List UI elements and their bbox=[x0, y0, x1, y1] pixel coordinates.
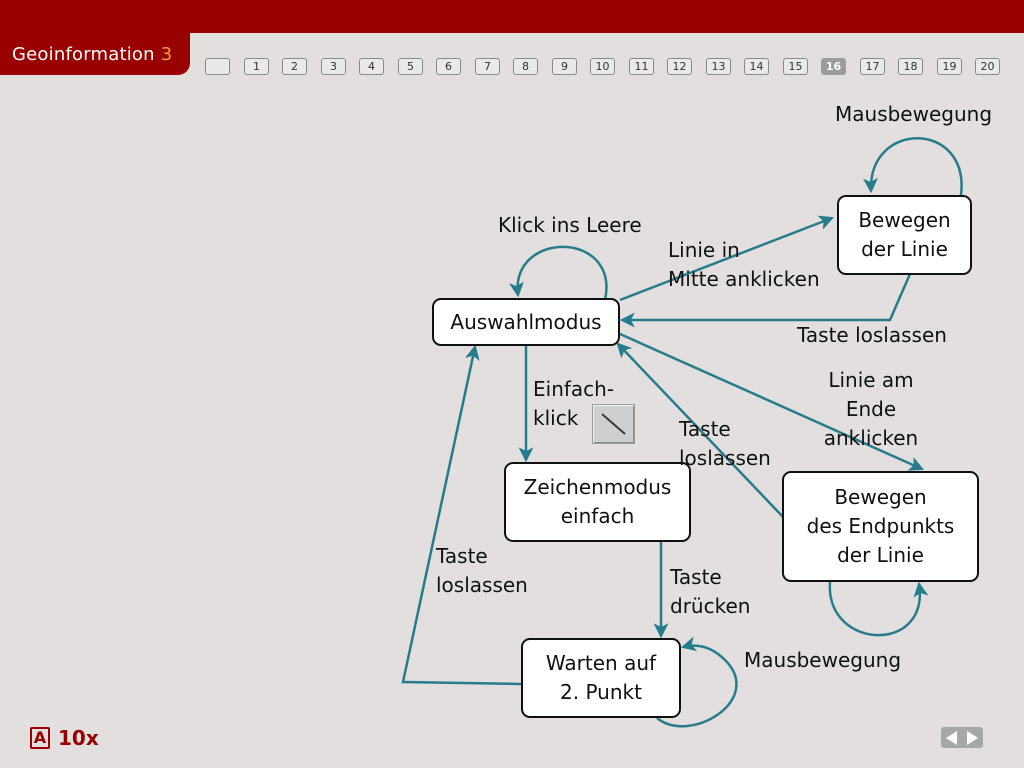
state-bewegen-des-endpunkts: Bewegen des Endpunkts der Linie bbox=[782, 471, 979, 582]
prev-slide-button[interactable] bbox=[941, 727, 962, 748]
slide-nav-arrows bbox=[941, 727, 983, 748]
a-badge-icon[interactable]: A bbox=[30, 727, 50, 749]
page-button-10[interactable]: 10 bbox=[590, 58, 615, 75]
header-bar bbox=[0, 0, 1024, 33]
label-taste-druecken: Taste drücken bbox=[670, 565, 751, 618]
state-warten-auf-2-punkt: Warten auf 2. Punkt bbox=[521, 638, 681, 718]
course-title: Geoinformation bbox=[12, 43, 155, 65]
page-button-17[interactable]: 17 bbox=[860, 58, 885, 75]
page-button-8[interactable]: 8 bbox=[513, 58, 538, 75]
page-button-2[interactable]: 2 bbox=[282, 58, 307, 75]
page-button-9[interactable]: 9 bbox=[552, 58, 577, 75]
loop-klick-ins-leere bbox=[509, 245, 608, 301]
view-count: 10x bbox=[58, 726, 99, 750]
arrow-right-icon bbox=[967, 730, 978, 745]
page-button-16[interactable]: 16 bbox=[821, 58, 846, 75]
course-number: 3 bbox=[160, 43, 173, 65]
page-button-blank[interactable] bbox=[205, 58, 230, 75]
label-mausbewegung-bottom: Mausbewegung bbox=[744, 648, 902, 672]
label-mausbewegung-top: Mausbewegung bbox=[835, 102, 993, 126]
label-einfach-klick: Einfach- klick bbox=[533, 377, 615, 430]
page-button-1[interactable]: 1 bbox=[244, 58, 269, 75]
page-button-11[interactable]: 11 bbox=[629, 58, 654, 75]
page-button-3[interactable]: 3 bbox=[321, 58, 346, 75]
page-button-14[interactable]: 14 bbox=[744, 58, 769, 75]
edge-auswahl-to-endpunkt bbox=[619, 332, 925, 471]
label-linie-am-ende-anklicken: Linie am Ende anklicken bbox=[823, 368, 919, 450]
label-linie-in-mitte-anklicken: Linie in Mitte anklicken bbox=[668, 238, 820, 291]
page-button-18[interactable]: 18 bbox=[898, 58, 923, 75]
label-taste-loslassen-left: Taste loslassen bbox=[436, 544, 528, 597]
edge-auswahl-to-bewegen-linie bbox=[619, 215, 835, 302]
edge-warten-to-auswahl bbox=[401, 344, 522, 686]
next-slide-button[interactable] bbox=[962, 727, 983, 748]
loop-mausbewegung-endpunkt bbox=[828, 581, 929, 637]
loop-mausbewegung-warten bbox=[656, 636, 738, 728]
edge-bewegen-linie-to-auswahl bbox=[619, 273, 912, 328]
loop-mausbewegung-top bbox=[862, 137, 963, 196]
page-button-7[interactable]: 7 bbox=[475, 58, 500, 75]
page-button-5[interactable]: 5 bbox=[398, 58, 423, 75]
page-button-12[interactable]: 12 bbox=[667, 58, 692, 75]
label-klick-ins-leere: Klick ins Leere bbox=[498, 213, 642, 237]
page-button-4[interactable]: 4 bbox=[359, 58, 384, 75]
page-button-6[interactable]: 6 bbox=[436, 58, 461, 75]
state-auswahlmodus: Auswahlmodus bbox=[432, 298, 620, 346]
edge-endpunkt-to-auswahl bbox=[616, 342, 785, 519]
arrow-left-icon bbox=[946, 730, 957, 745]
label-taste-loslassen-mid: Taste loslassen bbox=[679, 417, 771, 470]
page-button-20[interactable]: 20 bbox=[975, 58, 1000, 75]
page-button-19[interactable]: 19 bbox=[937, 58, 962, 75]
line-tool-icon bbox=[592, 404, 635, 444]
footer-counter: A 10x bbox=[30, 726, 99, 750]
state-zeichenmodus-einfach: Zeichenmodus einfach bbox=[504, 462, 691, 542]
page-button-15[interactable]: 15 bbox=[783, 58, 808, 75]
course-title-tab: Geoinformation 3 bbox=[0, 33, 190, 75]
state-bewegen-der-linie: Bewegen der Linie bbox=[837, 195, 972, 275]
label-taste-loslassen-top: Taste loslassen bbox=[797, 323, 947, 347]
page-button-13[interactable]: 13 bbox=[706, 58, 731, 75]
